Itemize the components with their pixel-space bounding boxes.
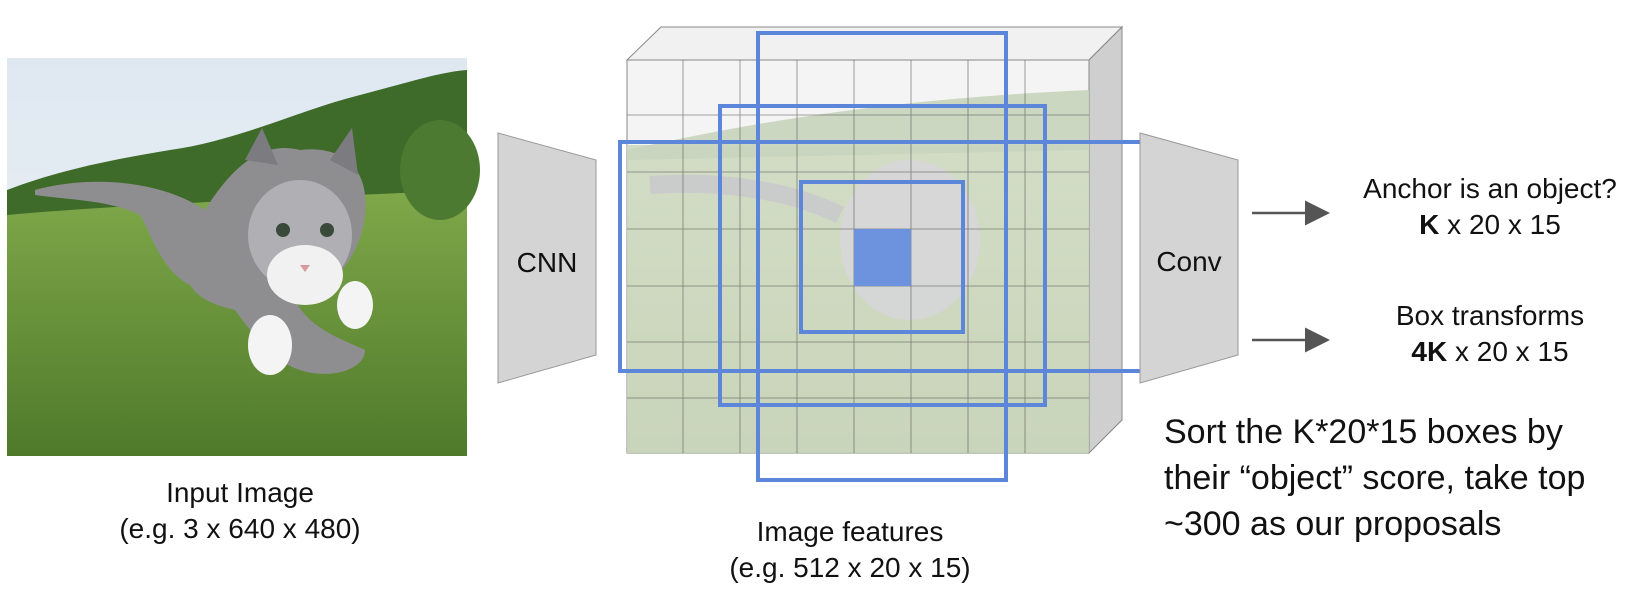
input-image-caption: Input Image (e.g. 3 x 640 x 480) xyxy=(60,475,420,547)
input-image-caption-line1: Input Image xyxy=(166,477,314,508)
objectness-shape-dims: x 20 x 15 xyxy=(1439,209,1561,240)
proposal-note-line1: Sort the K*20*15 boxes by xyxy=(1164,413,1563,451)
proposal-note: Sort the K*20*15 boxes by their “object”… xyxy=(1164,409,1644,547)
objectness-shape: K x 20 x 15 xyxy=(1335,207,1645,243)
cnn-label: CNN xyxy=(516,247,578,278)
anchor-box-small xyxy=(799,180,965,334)
cnn-funnel xyxy=(497,132,597,384)
features-caption-line2: (e.g. 512 x 20 x 15) xyxy=(729,552,971,583)
proposal-note-line2: their “object” score, take top xyxy=(1164,459,1586,497)
anchor-box-tall xyxy=(756,31,1008,482)
kitten-photo xyxy=(7,58,480,456)
objectness-output: Anchor is an object? K x 20 x 15 xyxy=(1335,171,1645,243)
box-transforms-output: Box transforms 4K x 20 x 15 xyxy=(1335,298,1645,370)
conv-label: Conv xyxy=(1156,246,1222,277)
features-caption: Image features (e.g. 512 x 20 x 15) xyxy=(670,514,1030,586)
conv-funnel xyxy=(1139,132,1239,384)
proposal-note-line3: ~300 as our proposals xyxy=(1164,505,1502,543)
input-image-caption-line2: (e.g. 3 x 640 x 480) xyxy=(119,513,361,544)
center-cell xyxy=(854,229,911,286)
box-transforms-shape-4k: 4K xyxy=(1411,336,1448,367)
objectness-shape-k: K xyxy=(1419,209,1440,240)
box-transforms-title: Box transforms xyxy=(1395,300,1585,331)
features-caption-line1: Image features xyxy=(756,516,944,547)
box-transforms-shape-dims: x 20 x 15 xyxy=(1447,336,1569,367)
objectness-title: Anchor is an object? xyxy=(1363,173,1617,204)
anchor-box-medium xyxy=(718,104,1047,407)
box-transforms-shape: 4K x 20 x 15 xyxy=(1335,334,1645,370)
